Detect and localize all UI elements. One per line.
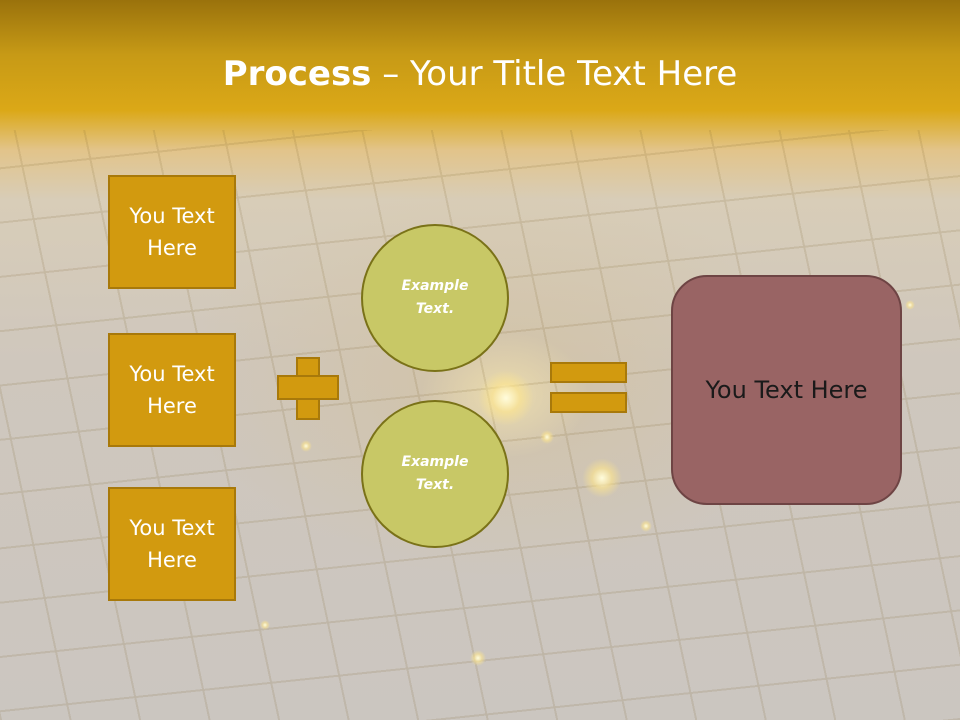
title-bold: Process: [222, 54, 372, 94]
equals-icon-bottom-bar: [550, 392, 627, 413]
text-box-2[interactable]: You Text Here: [108, 333, 236, 447]
title-rest: – Your Title Text Here: [371, 54, 738, 94]
result-box-label: You Text Here: [705, 376, 868, 404]
sparkle: [640, 520, 652, 532]
sparkle: [582, 458, 622, 498]
slide-title: Process – Your Title Text Here: [0, 52, 960, 96]
text-box-3[interactable]: You Text Here: [108, 487, 236, 601]
example-circle-label: Example Text.: [401, 278, 469, 317]
sparkle: [905, 300, 915, 310]
example-circle-2[interactable]: Example Text.: [361, 400, 509, 548]
text-box-label: You Text Here: [129, 362, 215, 418]
sparkle: [478, 370, 534, 426]
sparkle: [470, 650, 486, 666]
sparkle: [540, 430, 554, 444]
text-box-1[interactable]: You Text Here: [108, 175, 236, 289]
text-box-label: You Text Here: [129, 516, 215, 572]
result-box[interactable]: You Text Here: [671, 275, 902, 505]
text-box-label: You Text Here: [129, 204, 215, 260]
plus-icon-center: [298, 377, 318, 398]
sparkle: [300, 440, 312, 452]
sparkle: [260, 620, 270, 630]
example-circle-1[interactable]: Example Text.: [361, 224, 509, 372]
equals-icon-top-bar: [550, 362, 627, 383]
example-circle-label: Example Text.: [401, 454, 469, 493]
